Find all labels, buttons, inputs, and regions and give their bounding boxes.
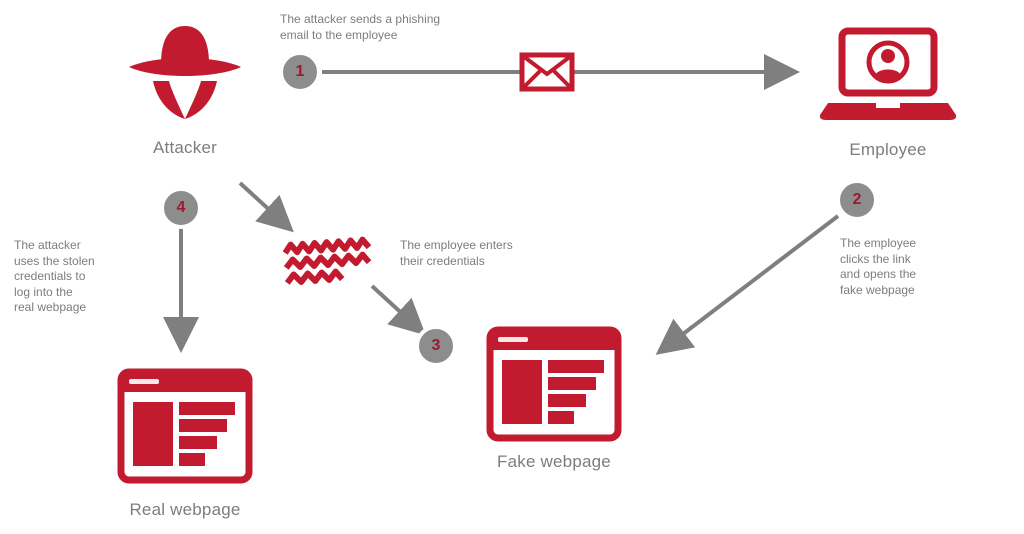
employee-label: Employee [849, 140, 927, 159]
arrow-credentials-to-step3 [370, 284, 426, 336]
real-webpage-label: Real webpage [129, 500, 241, 519]
attacker-label: Attacker [153, 138, 217, 157]
step3-number: 3 [431, 337, 441, 354]
step4-number: 4 [176, 199, 186, 216]
step1-number: 1 [295, 63, 305, 80]
spy-icon [129, 26, 241, 119]
step2-note: The employee clicks the link and opens t… [840, 236, 917, 297]
step3-badge: 3 [415, 325, 457, 367]
step2-badge: 2 [836, 179, 878, 221]
step4-note: The attacker uses the stolen credentials… [14, 238, 95, 315]
scribble-text-icon [283, 236, 372, 285]
laptop-user-icon [819, 27, 957, 120]
fake-webpage-browser-window-icon [486, 326, 622, 442]
envelope-icon [519, 52, 575, 92]
step3-note: The employee enters their credentials [400, 238, 513, 268]
real-webpage-browser-window-icon [117, 368, 253, 484]
fake-webpage-label: Fake webpage [497, 452, 611, 471]
step4-badge: 4 [160, 187, 202, 229]
step2-number: 2 [852, 191, 862, 208]
arrow-attacker-to-credentials [238, 181, 294, 233]
step1-note: The attacker sends a phishing email to t… [280, 12, 441, 42]
arrow-step2-to-fake-webpage [655, 214, 840, 355]
step1-badge: 1 [279, 51, 321, 93]
